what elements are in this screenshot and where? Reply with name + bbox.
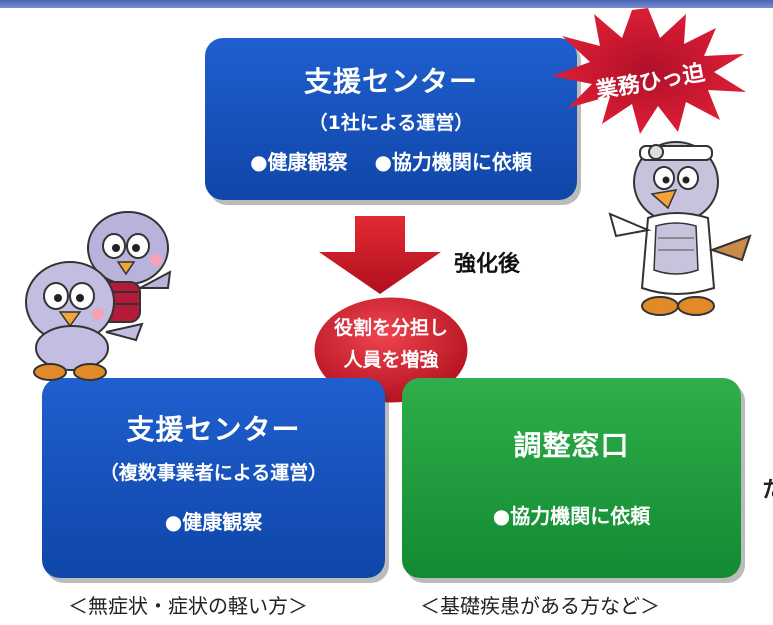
oval-line1: 役割を分担し (333, 317, 448, 339)
starburst-icon (552, 8, 746, 134)
support-center-box-single: 支援センター （1社による運営） ●健康観察 ●協力機関に依頼 (205, 38, 577, 200)
top-box-item-health: ●健康観察 (250, 150, 348, 174)
arrow-label: 強化後 (454, 252, 521, 277)
edge-glyph: た (762, 472, 773, 504)
top-box-item-partner: ●協力機関に依頼 (374, 150, 532, 174)
right-caption: ＜基礎疾患がある方など＞ (420, 594, 660, 618)
right-box-item: ●協力機関に依頼 (492, 504, 651, 528)
top-border (0, 0, 773, 8)
top-box-items: ●健康観察 ●協力機関に依頼 (205, 146, 577, 175)
left-box-item: ●健康観察 (164, 510, 263, 534)
bird-mascot-pair-icon (25, 211, 172, 381)
left-box-subtitle: （複数事業者による運営） (99, 462, 328, 484)
role-split-oval (311, 294, 471, 406)
left-box-title: 支援センター (126, 413, 301, 446)
role-split-text: 役割を分担し 人員を増強 (311, 312, 471, 376)
oval-line2: 人員を増強 (343, 349, 439, 371)
support-center-box-multi: 支援センター （複数事業者による運営） ●健康観察 (42, 378, 385, 578)
bird-doctor-mascot-icon (608, 141, 752, 316)
right-box-title: 調整窓口 (513, 429, 630, 462)
down-arrow-icon (319, 216, 441, 294)
coordination-window-box: 調整窓口 ●協力機関に依頼 (402, 378, 741, 578)
top-box-title: 支援センター (303, 65, 478, 98)
top-box-subtitle: （1社による運営） (308, 112, 474, 134)
left-caption: ＜無症状・症状の軽い方＞ (68, 594, 308, 618)
